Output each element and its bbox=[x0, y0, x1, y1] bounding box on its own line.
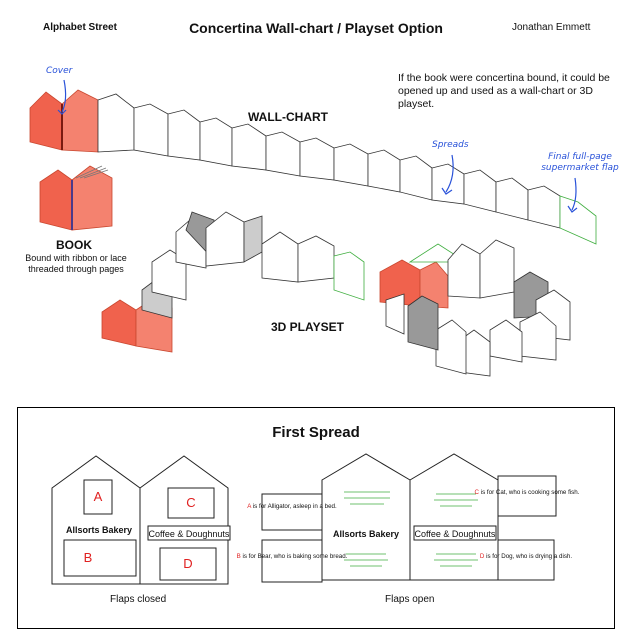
final-flap-annotation: Final full-page supermarket flap bbox=[541, 152, 619, 173]
flap-c-open bbox=[497, 475, 557, 517]
concertina-illustration bbox=[29, 79, 597, 377]
caption-flaps-open: Flaps open bbox=[385, 594, 435, 605]
letter-c: C bbox=[186, 495, 195, 510]
flap-a-open bbox=[261, 493, 323, 531]
flap-b-closed bbox=[63, 539, 137, 577]
playset-label: 3D PLAYSET bbox=[271, 320, 344, 334]
intro-text: If the book were concertina bound, it co… bbox=[398, 72, 610, 110]
book-description: Bound with ribbon or lace threaded throu… bbox=[25, 253, 127, 274]
green-notes bbox=[344, 491, 478, 567]
book-label: BOOK bbox=[56, 238, 92, 252]
letter-d: D bbox=[183, 556, 192, 571]
annotation-arrows bbox=[57, 79, 578, 213]
caption-flaps-closed: Flaps closed bbox=[110, 594, 167, 605]
shop-sign-right-open: Coffee & Doughnuts bbox=[415, 529, 496, 539]
spreads-annotation: Spreads bbox=[432, 140, 469, 150]
flap-b-open bbox=[261, 539, 323, 583]
flap-a-closed bbox=[83, 479, 113, 515]
letter-a: A bbox=[94, 489, 103, 504]
cover-annotation: Cover bbox=[46, 66, 73, 76]
playset-left bbox=[101, 211, 365, 353]
letter-b: B bbox=[84, 550, 93, 565]
first-spread-illustration: A B C D Allsorts Bakery Coffee & Doughnu… bbox=[51, 453, 580, 585]
spread-closed bbox=[51, 455, 231, 585]
flap-d-closed bbox=[159, 547, 217, 581]
flap-a-text: A is for Alligator, asleep in a bed. bbox=[247, 503, 337, 510]
author-name: Jonathan Emmett bbox=[512, 22, 591, 33]
playset-right bbox=[379, 239, 571, 377]
page-title: Concertina Wall-chart / Playset Option bbox=[189, 20, 443, 36]
spread-open bbox=[261, 453, 557, 583]
shop-sign-left-open: Allsorts Bakery bbox=[333, 529, 399, 539]
wall-chart-label: WALL-CHART bbox=[248, 110, 328, 124]
flap-c-text: C is for Cat, who is cooking some fish. bbox=[475, 489, 580, 496]
flap-b-text: B is for Bear, who is baking some bread. bbox=[237, 553, 348, 560]
first-spread-title: First Spread bbox=[272, 424, 360, 441]
shop-sign-right-closed: Coffee & Doughnuts bbox=[149, 529, 230, 539]
flap-d-text: D is for Dog, who is drying a dish. bbox=[480, 553, 572, 560]
header-left: Alphabet Street bbox=[43, 22, 117, 33]
wall-chart-strip bbox=[29, 89, 597, 245]
shop-sign-left-closed: Allsorts Bakery bbox=[66, 525, 132, 535]
first-spread-panel bbox=[17, 407, 615, 629]
flap-c-closed bbox=[167, 487, 215, 519]
flap-d-open bbox=[497, 539, 555, 581]
book-illustration bbox=[39, 165, 113, 231]
